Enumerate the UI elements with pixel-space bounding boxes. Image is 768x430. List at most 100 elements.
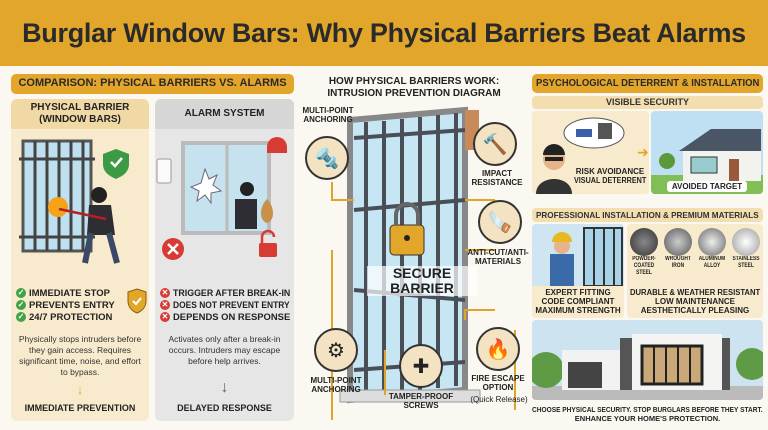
broken-window-burglar-illustration <box>156 137 287 260</box>
install-title-text: PROFESSIONAL INSTALLATION & PREMIUM MATE… <box>536 210 759 220</box>
secure-label-line1: SECURE <box>392 265 452 281</box>
saw-icon: 🪚 <box>478 200 522 244</box>
screw-icon: ✚ <box>399 344 443 388</box>
physical-barrier-title: PHYSICAL BARRIER (WINDOW BARS) <box>11 99 149 129</box>
caption-line1-text: RISK AVOIDANCE <box>575 167 645 176</box>
drawback-item: ✕DOES NOT PREVENT ENTRY <box>160 299 290 311</box>
diagram-title: HOW PHYSICAL BARRIERS WORK: INTRUSION PR… <box>300 76 528 100</box>
caption-line2: VISUAL DETERRENT <box>574 176 646 185</box>
alarm-system-title: ALARM SYSTEM <box>155 99 294 129</box>
x-icon: ✕ <box>160 288 170 298</box>
footer-line1: CHOOSE PHYSICAL SECURITY. STOP BURGLARS … <box>532 405 763 414</box>
installer-illustration <box>532 224 624 287</box>
install-title: PROFESSIONAL INSTALLATION & PREMIUM MATE… <box>532 208 763 222</box>
fitting-item: CODE COMPLIANT <box>535 297 621 306</box>
alarm-system-panel: ALARM SYSTEM ✕TRIGGER AFTER BREAK-IN ✕DO… <box>155 99 294 421</box>
fitting-item: MAXIMUM STRENGTH <box>535 306 621 315</box>
physical-result: IMMEDIATE PREVENTION <box>24 403 136 413</box>
drawback-label: DEPENDS ON RESPONSE <box>173 311 291 323</box>
window-bars-diagram <box>331 106 516 420</box>
header-banner: Burglar Window Bars: Why Physical Barrie… <box>0 0 768 66</box>
alarm-description: Activates only after a break-in occurs. … <box>168 334 281 366</box>
deterrent-thought-panel: RISK AVOIDANCE VISUAL DETERRENT <box>532 111 649 194</box>
quality-item-text: DURABLE & WEATHER RESISTANT <box>630 288 761 297</box>
footer-line2-text: ENHANCE YOUR HOME'S PROTECTION. <box>574 414 721 423</box>
page-title: Burglar Window Bars: Why Physical Barrie… <box>10 18 758 49</box>
callout-screws: TAMPER-PROOF SCREWS <box>388 392 454 410</box>
siren-icon <box>267 137 287 153</box>
fitting-item-text: EXPERT FITTING <box>545 288 611 297</box>
powder-coated-steel-swatch <box>630 228 658 256</box>
footer-line2: ENHANCE YOUR HOME'S PROTECTION. <box>532 414 763 423</box>
deterrent-footer: CHOOSE PHYSICAL SECURITY. STOP BURGLARS … <box>532 405 763 423</box>
deterrent-title-text: PSYCHOLOGICAL DETERRENT & INSTALLATION <box>536 77 760 89</box>
footer-line1-text: CHOOSE PHYSICAL SECURITY. STOP BURGLARS … <box>532 405 763 414</box>
diagram-title-line1: HOW PHYSICAL BARRIERS WORK: <box>328 76 500 87</box>
check-icon: ✓ <box>16 312 26 322</box>
benefit-item: ✓IMMEDIATE STOP <box>16 287 124 299</box>
callout-anchoring-bottom: MULTI-POINT ANCHORING <box>310 376 362 394</box>
secure-barrier-label: SECURE BARRIER <box>367 266 477 296</box>
avoided-target-panel: AVOIDED TARGET <box>651 111 763 194</box>
benefit-label: PREVENTS ENTRY <box>29 299 115 311</box>
comparison-title-text: COMPARISON: PHYSICAL BARRIERS VS. ALARMS <box>18 77 287 89</box>
burglar-thinking-illustration <box>536 117 625 194</box>
secure-label-line2: BARRIER <box>390 280 454 296</box>
callout-anchoring-top: MULTI-POINT ANCHORING <box>302 106 354 124</box>
drawback-label: DOES NOT PREVENT ENTRY <box>173 299 290 311</box>
circular-blade-icon: ⚙ <box>314 328 358 372</box>
x-icon: ✕ <box>160 312 170 322</box>
quality-item-text: AESTHETICALLY PLEASING <box>640 306 750 315</box>
check-icon: ✓ <box>16 288 26 298</box>
callout-fire: FIRE ESCAPE OPTION <box>471 374 525 392</box>
drawback-item: ✕TRIGGER AFTER BREAK-IN <box>160 287 290 299</box>
money-bag-icon <box>261 199 273 223</box>
deterrent-caption: RISK AVOIDANCE VISUAL DETERRENT <box>574 167 646 185</box>
material-label: WROUGHT IRON <box>665 256 691 269</box>
quality-item: LOW MAINTENANCE <box>630 297 760 306</box>
physical-title-line1: PHYSICAL BARRIER <box>30 102 130 113</box>
x-icon: ✕ <box>160 300 170 310</box>
benefit-item: ✓24/7 PROTECTION <box>16 311 124 323</box>
benefit-label: IMMEDIATE STOP <box>29 287 110 299</box>
visible-security-title: VISIBLE SECURITY <box>532 96 763 109</box>
qualities-list: DURABLE & WEATHER RESISTANT LOW MAINTENA… <box>630 288 760 315</box>
fitting-item-text: MAXIMUM STRENGTH <box>535 306 621 315</box>
fitting-item: EXPERT FITTING <box>535 288 621 297</box>
barred-window-burglar-illustration <box>19 139 129 264</box>
stainless-steel-swatch <box>732 228 760 256</box>
physical-title-line2: (WINDOW BARS) <box>39 114 121 125</box>
physical-barrier-panel: PHYSICAL BARRIER (WINDOW BARS) ✓IMMEDIAT… <box>11 99 149 421</box>
quality-item: DURABLE & WEATHER RESISTANT <box>630 288 760 297</box>
benefit-label: 24/7 PROTECTION <box>29 311 113 323</box>
diagram-title-line2: INTRUSION PREVENTION DIAGRAM <box>327 88 501 99</box>
avoided-target-label-text: AVOIDED TARGET <box>671 182 743 191</box>
right-arrow-icon: ➜ <box>637 144 649 160</box>
aluminum-alloy-swatch <box>698 228 726 256</box>
caption-line2-text: VISUAL DETERRENT <box>574 176 647 185</box>
unlocked-padlock-icon <box>259 243 277 257</box>
hammer-icon: 🔨 <box>473 122 517 166</box>
down-arrow-icon: ↓ <box>76 382 84 397</box>
check-icon: ✓ <box>16 300 26 310</box>
visible-security-title-text: VISIBLE SECURITY <box>605 97 689 107</box>
materials-panel: POWDER-COATED STEEL WROUGHT IRON ALUMINU… <box>627 224 763 318</box>
material-label: ALUMINUM ALLOY <box>698 256 726 269</box>
quality-item-text: LOW MAINTENANCE <box>655 297 735 306</box>
drawback-item: ✕DEPENDS ON RESPONSE <box>160 311 290 323</box>
fire-icon: 🔥 <box>476 327 520 371</box>
comparison-title: COMPARISON: PHYSICAL BARRIERS VS. ALARMS <box>11 74 294 94</box>
quality-item: AESTHETICALLY PLEASING <box>630 306 760 315</box>
callout-impact: IMPACT RESISTANCE <box>471 169 523 187</box>
material-label: POWDER-COATED STEEL <box>632 256 656 276</box>
bolt-icon: 🔩 <box>305 136 349 180</box>
drawback-label: TRIGGER AFTER BREAK-IN <box>173 287 291 299</box>
modern-house-illustration <box>532 320 763 400</box>
deterrent-title: PSYCHOLOGICAL DETERRENT & INSTALLATION <box>532 74 763 93</box>
benefit-item: ✓PREVENTS ENTRY <box>16 299 124 311</box>
callout-anticut: ANTI-CUT/ANTI- MATERIALS <box>467 248 529 266</box>
physical-description: Physically stops intruders before they g… <box>18 334 142 377</box>
wrought-iron-swatch <box>664 228 692 256</box>
installer-panel: EXPERT FITTING CODE COMPLIANT MAXIMUM ST… <box>532 224 624 318</box>
fitting-list: EXPERT FITTING CODE COMPLIANT MAXIMUM ST… <box>535 288 621 315</box>
